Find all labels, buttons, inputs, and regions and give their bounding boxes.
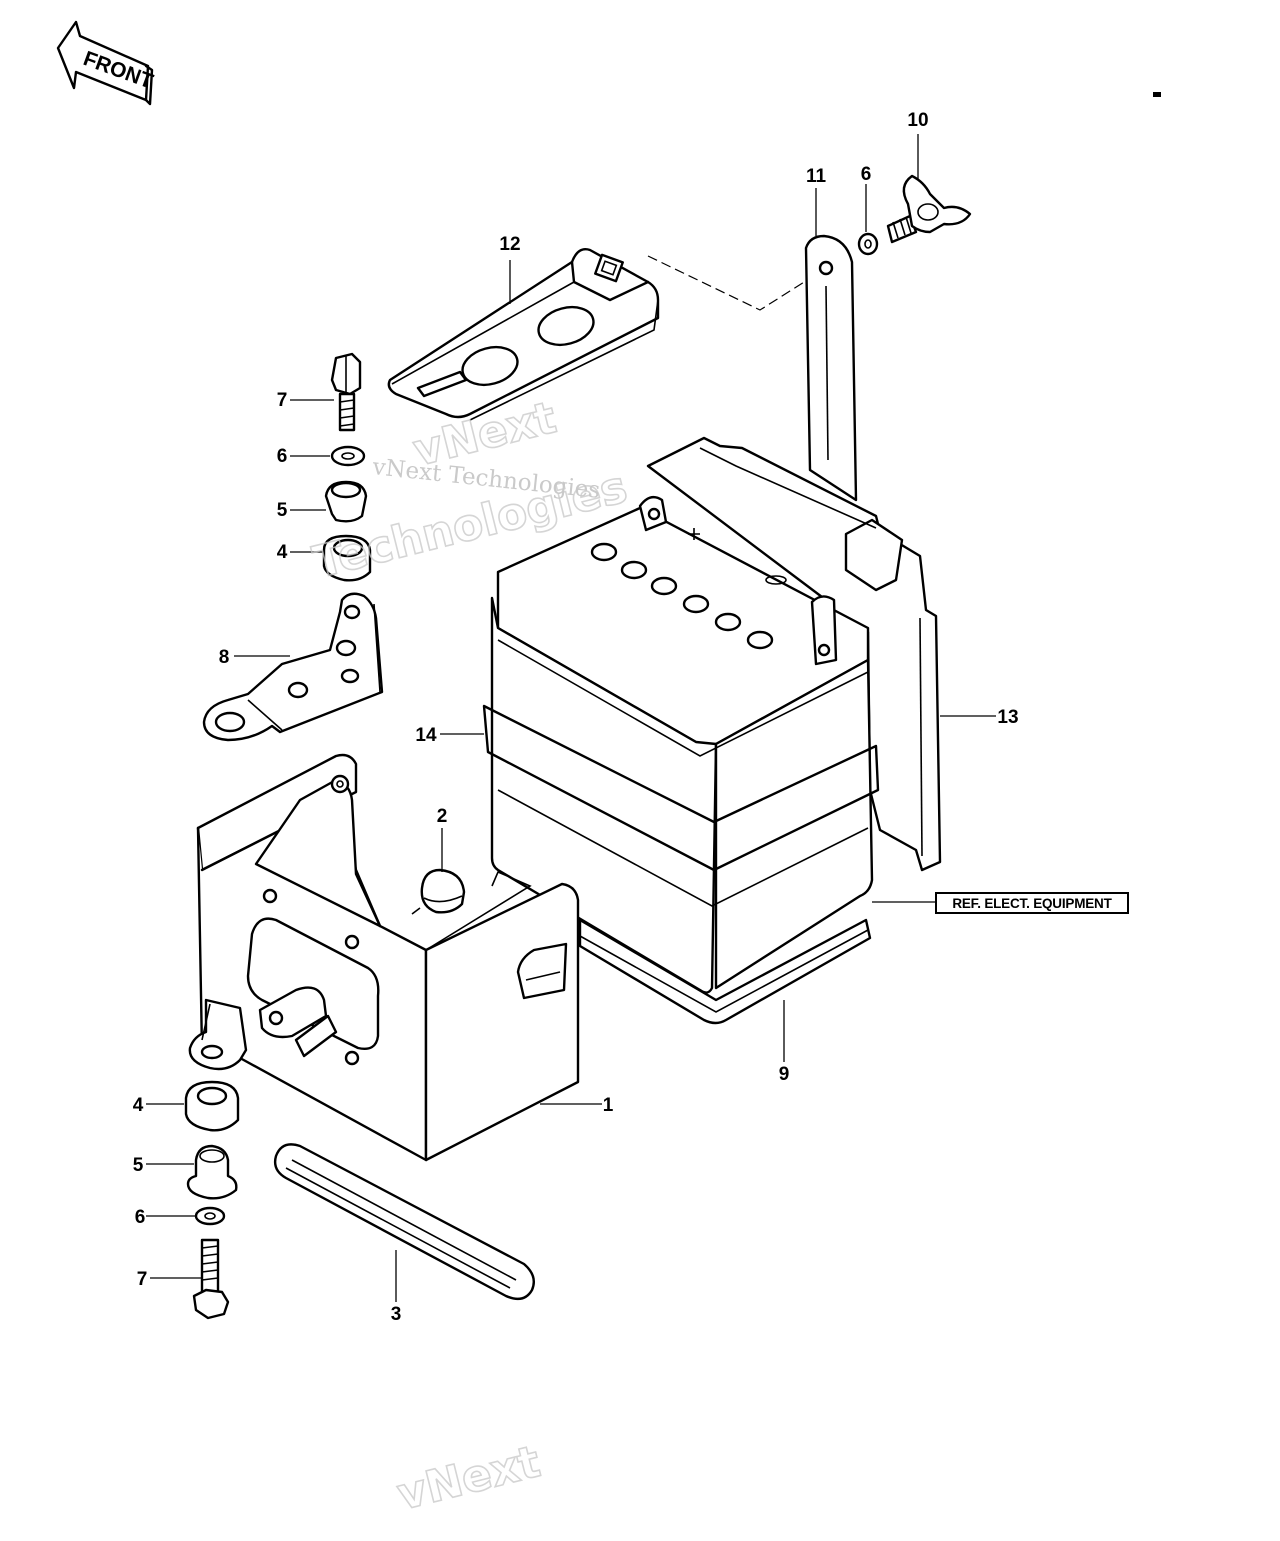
part-6-washer-top (857, 232, 879, 256)
callout-4-bottom: 4 (133, 1095, 144, 1116)
part-4-grommet-top (322, 534, 372, 582)
part-5-collar-top (324, 480, 368, 523)
part-9-tray (578, 918, 872, 1025)
part-13-back-plate (646, 436, 942, 872)
part-8-bracket (202, 592, 384, 742)
callout-1: 1 (603, 1095, 614, 1116)
connection-line (647, 255, 821, 311)
callout-10: 10 (907, 110, 928, 131)
callouts: 12 11 6 10 7 6 5 4 8 14 2 13 9 1 4 5 6 7… (133, 110, 1019, 1325)
callout-12: 12 (499, 234, 520, 255)
callout-2: 2 (437, 806, 448, 827)
part-2-rubber-cap (411, 868, 466, 915)
part-7-bolt-bottom (192, 1238, 230, 1320)
speck-mark (1153, 92, 1161, 97)
callout-6-left: 6 (277, 446, 288, 467)
callout-9: 9 (779, 1064, 790, 1085)
watermark-line4: vNext (392, 1436, 545, 1521)
callout-5-bottom: 5 (133, 1155, 144, 1176)
callout-7-bottom: 7 (137, 1269, 148, 1290)
callout-6-bottom: 6 (135, 1207, 146, 1228)
front-arrow: FRONT (56, 20, 156, 106)
part-1-battery-holder (188, 753, 580, 1162)
part-6-washer-bottom (194, 1206, 226, 1226)
reference-label: REF. ELECT. EQUIPMENT (952, 896, 1112, 911)
part-3-rubber-strip (273, 1143, 535, 1301)
part-11-strap (804, 234, 858, 502)
part-7-bolt-top (330, 352, 362, 432)
callout-4-top: 4 (277, 542, 288, 563)
part-4-grommet-bottom (184, 1080, 240, 1132)
part-10-wing-bolt (886, 174, 972, 244)
part-14-band (482, 704, 880, 872)
battery-caps (590, 542, 774, 650)
callout-3: 3 (391, 1304, 402, 1325)
part-6-washer-left (330, 445, 366, 467)
callout-14: 14 (415, 725, 437, 746)
callout-11: 11 (806, 166, 827, 187)
callout-7-top: 7 (277, 390, 288, 411)
callout-13: 13 (997, 707, 1018, 728)
callout-6-top: 6 (861, 164, 872, 185)
leader-lines (146, 134, 996, 1302)
callout-8: 8 (219, 647, 230, 668)
reference-box: REF. ELECT. EQUIPMENT (935, 892, 1129, 914)
part-5-collar-bottom (186, 1144, 238, 1200)
callout-5-top: 5 (277, 500, 288, 521)
part-12-top-holder (387, 248, 660, 421)
